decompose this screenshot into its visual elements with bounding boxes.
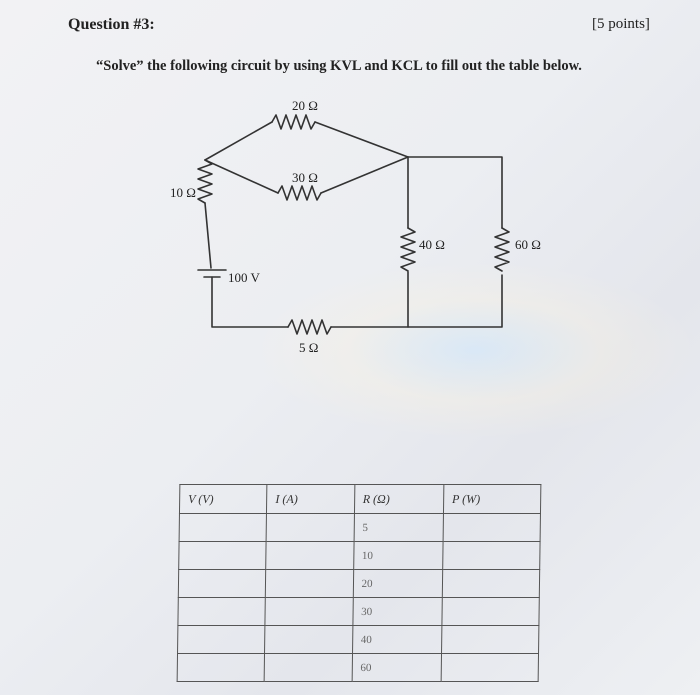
wire-bottom-right [330,274,503,328]
resistor-5-label: 5 Ω [299,340,318,355]
header-voltage: V (V) [179,484,268,514]
circuit-diagram: 20 Ω 30 Ω 10 Ω 40 Ω 60 Ω 5 Ω 100 V [170,98,541,355]
cell-voltage [177,653,265,682]
cell-power [442,569,540,598]
question-instructions: “Solve” the following circuit by using K… [96,58,582,74]
table-row: 60 [177,653,539,682]
cell-voltage [177,625,266,654]
resistor-10-symbol [197,159,213,204]
question-title: Question #3: [68,16,155,33]
cell-voltage [177,597,266,626]
resistor-30-symbol [277,185,322,201]
cell-power [442,513,541,542]
cell-resistance: 30 [352,597,443,626]
resistor-30-label: 30 Ω [292,170,318,185]
cell-voltage [179,513,267,542]
header-power: P (W) [443,484,541,514]
table-row: 30 [177,597,540,626]
wire-top-right [314,121,409,158]
cell-power [441,597,540,626]
header-resistance: R (Ω) [354,484,444,514]
resistor-40-label: 40 Ω [419,237,445,252]
wire-left-bottom [211,276,289,328]
cell-current [265,597,353,626]
resistor-5-symbol [287,319,332,335]
results-table: V (V) I (A) R (Ω) P (W) 5 10 [177,484,542,682]
cell-power [441,625,539,654]
cell-resistance: 10 [353,541,443,570]
wire-top-left [204,121,273,161]
table-row: 40 [177,625,539,654]
cell-resistance: 5 [353,513,444,542]
source-label: 100 V [228,270,261,285]
table-row: 5 [179,513,541,542]
table-row: 10 [178,541,541,570]
wire-node-top [407,156,503,229]
cell-voltage [178,541,267,570]
wire-mid-right [320,156,409,194]
header-current: I (A) [266,484,355,514]
wire-mid-left [204,159,279,194]
cell-power [440,653,539,682]
resistor-40-symbol [400,227,416,272]
resistor-60-symbol [494,227,510,272]
cell-power [442,541,541,570]
cell-current [265,569,354,598]
resistor-20-symbol [271,114,316,130]
resistor-10-label: 10 Ω [170,185,196,200]
table-row: 20 [178,569,540,598]
cell-current [266,513,355,542]
table-header-row: V (V) I (A) R (Ω) P (W) [179,484,541,514]
cell-voltage [178,569,266,598]
cell-current [265,541,354,570]
cell-current [264,653,353,682]
resistor-60-label: 60 Ω [515,237,541,252]
cell-resistance: 60 [351,653,442,682]
cell-current [264,625,353,654]
cell-resistance: 20 [352,569,443,598]
cell-resistance: 40 [352,625,442,654]
resistor-20-label: 20 Ω [292,98,318,113]
wire-left-down [204,202,212,269]
question-points: [5 points] [592,16,650,32]
